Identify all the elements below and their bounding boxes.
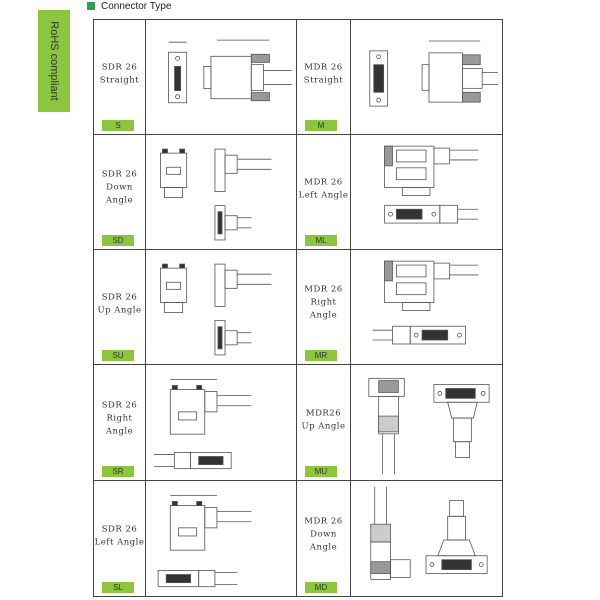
connector-code-badge: MD [305, 582, 337, 593]
connector-name: MDR 26 Down Angle [304, 516, 343, 553]
connector-code-badge: ML [305, 235, 337, 246]
connector-name: MDR 26 Straight [303, 62, 344, 86]
connector-name: MDR 26 Left Angle [298, 177, 349, 201]
connector-name: MDR 26 Right Angle [304, 284, 343, 321]
section-header: Connector Type [87, 0, 171, 13]
connector-code-badge: SU [102, 350, 134, 361]
connector-drawing-cell [351, 135, 502, 250]
connector-name: SDR 26 Straight [99, 62, 140, 86]
connector-code-badge: MR [305, 350, 337, 361]
connector-drawing-cell [351, 365, 502, 481]
connector-drawing-cell [146, 365, 297, 481]
connector-code-badge: MU [305, 466, 337, 477]
connector-code-badge: M [305, 120, 337, 131]
sdr-down-angle-drawing-icon [150, 139, 292, 245]
sdr-left-angle-drawing-icon [150, 485, 292, 592]
mdr-straight-drawing-icon [355, 24, 498, 130]
mdr-down-angle-drawing-icon [355, 485, 498, 592]
connector-code-badge: SD [102, 235, 134, 246]
connector-drawing-cell [351, 20, 502, 135]
connector-drawing-cell [351, 250, 502, 365]
connector-drawing-cell [146, 250, 297, 365]
connector-drawing-cell [146, 481, 297, 596]
connector-code-badge: S [102, 120, 134, 131]
connector-code-badge: SR [102, 466, 134, 477]
connector-name: SDR 26 Up Angle [97, 292, 142, 316]
section-title: Connector Type [101, 0, 172, 12]
connector-drawing-cell [146, 20, 297, 135]
connector-name: SDR 26 Down Angle [101, 169, 138, 206]
rohs-label: RoHS compliant [48, 21, 60, 101]
sdr-straight-drawing-icon [150, 24, 292, 130]
connector-name: SDR 26 Left Angle [94, 523, 145, 547]
mdr-up-angle-drawing-icon [355, 369, 498, 476]
mdr-right-angle-drawing-icon [355, 254, 498, 360]
sdr-right-angle-drawing-icon [150, 369, 292, 476]
sdr-up-angle-drawing-icon [150, 254, 292, 360]
connector-drawing-cell [351, 481, 502, 596]
connector-name: SDR 26 Right Angle [101, 400, 138, 437]
square-bullet-icon [87, 2, 95, 10]
connector-code-badge: SL [102, 582, 134, 593]
connector-drawing-cell [146, 135, 297, 250]
rohs-compliant-badge: RoHS compliant [38, 10, 70, 112]
connector-name: MDR26 Up Angle [301, 407, 346, 431]
mdr-left-angle-drawing-icon [355, 139, 498, 245]
